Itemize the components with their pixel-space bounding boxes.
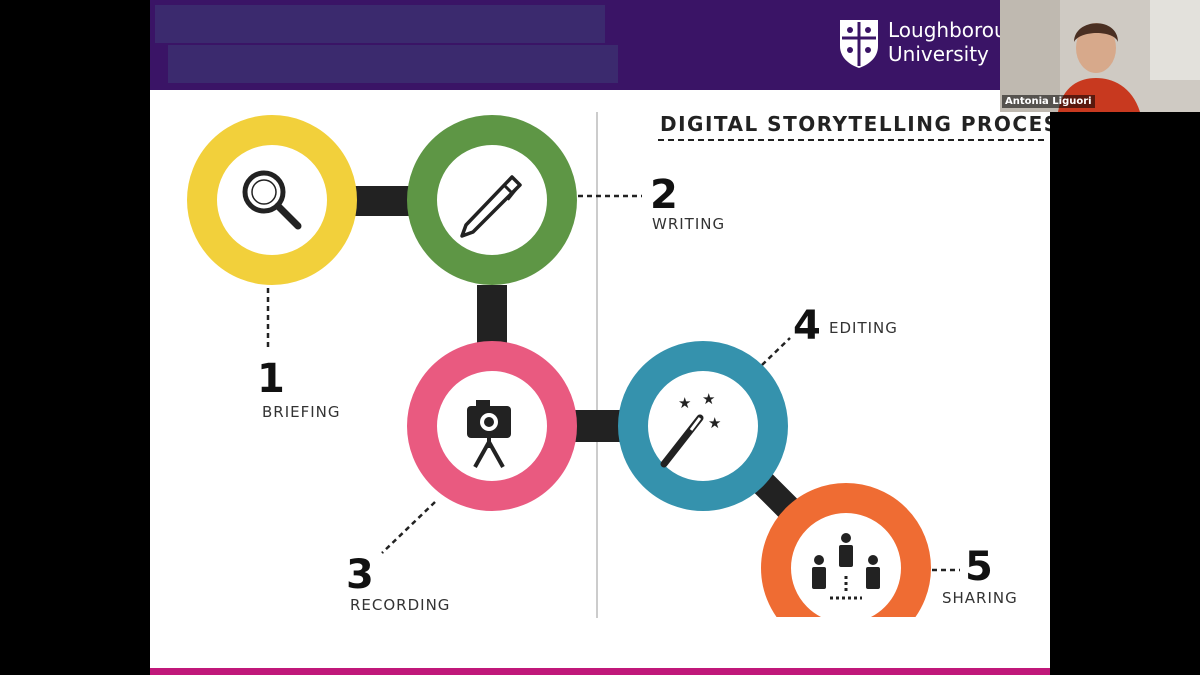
- svg-text:★: ★: [708, 414, 721, 432]
- step-3-label: RECORDING: [350, 596, 450, 614]
- leader-4: [761, 337, 791, 366]
- slide-bottom-accent-bar: [150, 668, 1050, 675]
- step-1-label: BRIEFING: [262, 403, 341, 421]
- step-1-number: 1: [257, 356, 285, 402]
- step-4-circle: ★ ★ ★: [618, 341, 788, 511]
- step-5-circle: [761, 483, 931, 617]
- step-3-circle: [407, 341, 577, 511]
- participant-avatar: [1000, 0, 1200, 112]
- leader-3: [381, 501, 436, 554]
- pen-icon: [460, 175, 522, 238]
- process-diagram: DIGITAL STORYTELLING PROCESS: [187, 112, 1050, 618]
- diagram-title: DIGITAL STORYTELLING PROCESS: [660, 112, 1050, 136]
- step-2-label: WRITING: [652, 215, 725, 233]
- step-1-circle: [187, 115, 357, 285]
- step-2-number: 2: [650, 172, 678, 218]
- presentation-slide: Loughborough University DIGITAL STORYTEL…: [150, 0, 1050, 675]
- connector-4-5: [752, 472, 800, 520]
- slide-header-banner: Loughborough University: [150, 0, 1050, 90]
- logo-line-2: University: [888, 42, 989, 66]
- step-3-number: 3: [346, 552, 374, 598]
- step-2-circle: [407, 115, 577, 285]
- step-5-number: 5: [965, 544, 993, 590]
- connector-1-2: [350, 186, 410, 216]
- shield-icon: [840, 20, 878, 68]
- header-title-block: [155, 5, 605, 43]
- connector-3-4: [575, 410, 620, 442]
- connector-2-3: [477, 285, 507, 345]
- camera-icon: [467, 400, 511, 468]
- magic-wand-icon: ★ ★ ★: [660, 390, 721, 468]
- step-5-label: SHARING: [942, 589, 1018, 607]
- svg-text:★: ★: [702, 390, 715, 408]
- people-network-icon: [812, 533, 880, 600]
- participant-video-thumbnail[interactable]: Antonia Liguori: [1000, 0, 1200, 112]
- participant-name: Antonia Liguori: [1002, 95, 1095, 108]
- step-4-number: 4: [793, 303, 821, 349]
- magnifier-icon: [242, 170, 302, 230]
- header-subtitle-block: [168, 45, 618, 83]
- step-4-label: EDITING: [829, 319, 898, 337]
- svg-text:★: ★: [678, 394, 691, 412]
